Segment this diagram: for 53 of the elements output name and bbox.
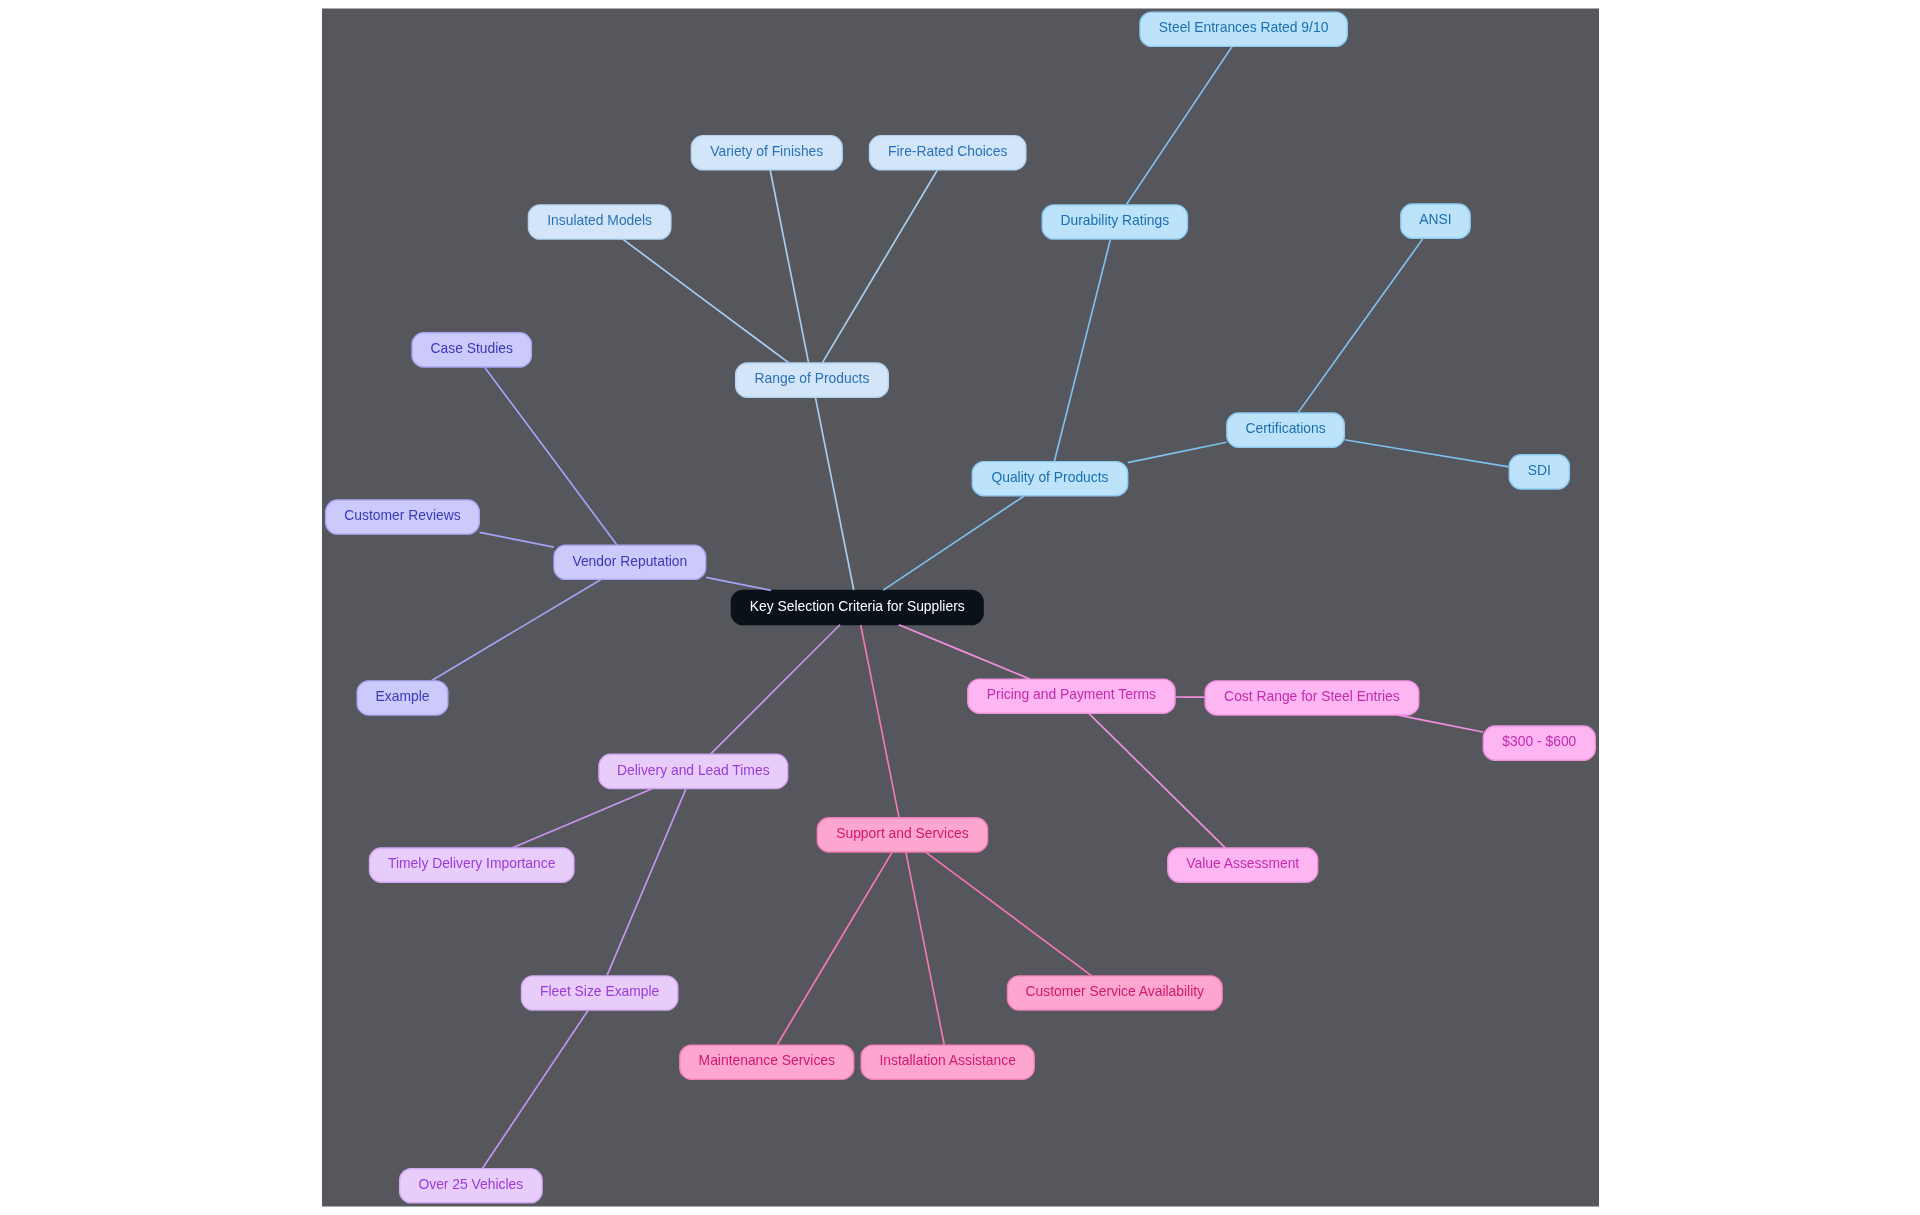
node-box: Example [355,680,449,716]
node-box: Fleet Size Example [520,975,679,1011]
connector [924,851,1093,977]
connector [1125,45,1233,206]
connector [478,531,555,548]
node-box: Customer Reviews [324,499,480,535]
node-box: Value Assessment [1166,847,1318,883]
connector [1343,438,1510,468]
node-box: Support and Services [816,817,988,853]
node-box: Customer Service Availability [1006,975,1223,1011]
node-box: Key Selection Criteria for Suppliers [730,589,984,626]
connector [904,851,945,1046]
connector [775,851,893,1046]
connector [621,238,790,364]
connector [821,169,938,364]
connector [768,169,809,364]
node-box: Installation Assistance [859,1044,1035,1081]
node-box: Timely Delivery Importance [368,847,575,883]
connector [605,787,687,977]
connector [881,495,1025,591]
connector [1173,696,1206,698]
connector [430,578,602,682]
connector [481,1009,589,1170]
connector [1053,238,1111,463]
node-box: Quality of Products [971,460,1128,497]
connector [1126,441,1227,464]
node-box: Delivery and Lead Times [597,753,788,790]
node-box: Case Studies [410,332,532,368]
connector [483,366,618,546]
connector [1396,714,1484,733]
node-box: Steel Entrances Rated 9/10 [1138,11,1348,48]
connector [511,787,653,849]
connector [897,623,1031,680]
node-box: SDI [1508,454,1570,490]
connector [704,576,772,592]
connector [709,623,841,755]
node-box: Fire-Rated Choices [868,134,1027,171]
node-box: Over 25 Vehicles [398,1167,543,1204]
node-box: Pricing and Payment Terms [966,678,1176,715]
node-box: Maintenance Services [678,1044,854,1081]
node-box: Certifications [1225,412,1345,448]
node-box: Durability Ratings [1041,204,1188,240]
node-box: ANSI [1399,203,1471,239]
connector [1296,237,1424,414]
node-box: Insulated Models [527,204,672,240]
node-box: Variety of Finishes [690,134,843,171]
connector [859,624,900,819]
connector [814,396,855,591]
node-box: Vendor Reputation [552,544,706,581]
node-box: Range of Products [734,362,889,398]
connector [1087,712,1226,849]
node-box: $300 - $600 [1482,725,1596,761]
node-box: Cost Range for Steel Entries [1203,680,1419,716]
